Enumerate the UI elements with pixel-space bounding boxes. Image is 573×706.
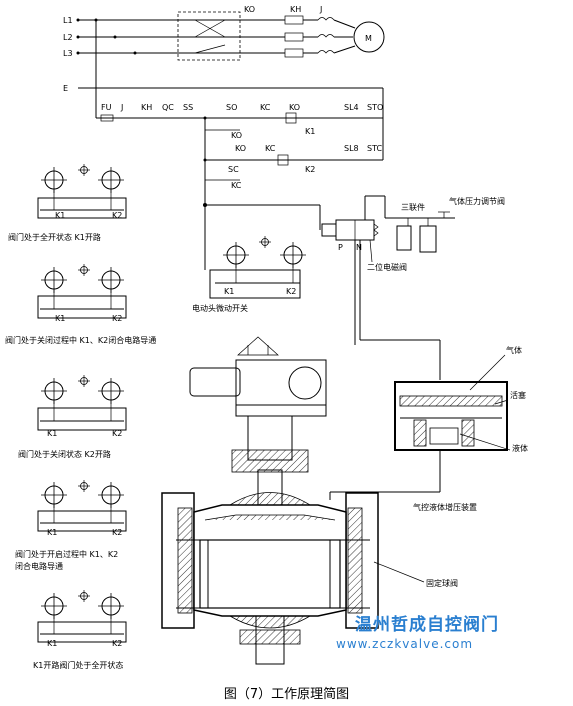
panel4-caption-1: 阀门处于开启过程中 K1、K2 xyxy=(15,549,118,559)
panel1-k1: K1 xyxy=(55,211,65,220)
label-so: SO xyxy=(226,103,237,112)
panel1-caption: 阀门处于全开状态 K1开路 xyxy=(8,232,101,242)
side-panel-5: K1 K2 K1开路阀门处于全开状态 xyxy=(33,589,127,670)
label-e: E xyxy=(63,84,68,93)
label-kc-contact: KC xyxy=(231,181,242,190)
side-panel-1: K1 K2 阀门处于全开状态 K1开路 xyxy=(8,163,127,242)
figure-title: 图（7）工作原理简图 xyxy=(223,687,350,702)
label-ball-valve: 固定球阀 xyxy=(426,578,458,588)
panel4-k1: K1 xyxy=(47,528,57,537)
label-stc: STC xyxy=(367,144,382,153)
panel3-k1: K1 xyxy=(47,429,57,438)
label-pressure-valve: 气体压力调节阀 xyxy=(449,196,505,206)
label-motor: M xyxy=(365,34,372,43)
label-k1: K1 xyxy=(305,127,315,136)
label-piston: 活塞 xyxy=(510,390,526,400)
label-l2: L2 xyxy=(63,33,73,42)
power-lines: L1 L2 L3 KO KH J M E xyxy=(63,5,385,160)
label-ko-top: KO xyxy=(244,5,255,14)
solenoid-valve-group: P N 二位电磁阀 三联件 气体压力调节阀 xyxy=(321,195,505,380)
panel3-k2: K2 xyxy=(112,429,122,438)
label-fu: FU xyxy=(101,103,112,112)
label-kc-row2: KC xyxy=(265,144,276,153)
label-n: N xyxy=(356,243,362,252)
panel1-k2: K2 xyxy=(112,211,122,220)
label-ko-contact: KO xyxy=(231,131,242,140)
panel5-k2: K2 xyxy=(112,639,122,648)
label-l1: L1 xyxy=(63,16,73,25)
booster-device: 气体 活塞 液体 气控液体增压装置 xyxy=(329,345,528,512)
label-ko-row2: KO xyxy=(235,144,246,153)
panel2-k2: K2 xyxy=(112,314,122,323)
label-gas: 气体 xyxy=(506,345,522,355)
label-k2: K2 xyxy=(305,165,315,174)
label-sto: STO xyxy=(367,103,383,112)
panel5-caption: K1开路阀门处于全开状态 xyxy=(33,660,123,670)
label-triplet: 三联件 xyxy=(401,202,425,212)
label-sc: SC xyxy=(228,165,239,174)
label-micro-switch: 电动头微动开关 xyxy=(192,303,248,313)
micro-k1: K1 xyxy=(224,287,234,296)
label-liquid: 液体 xyxy=(512,443,528,453)
watermark-url: www.zczkvalve.com xyxy=(336,637,474,651)
label-p: P xyxy=(338,243,343,252)
side-panel-3: K1 K2 阀门处于关闭状态 K2开路 xyxy=(18,374,127,459)
label-booster: 气控液体增压装置 xyxy=(413,502,477,512)
ball-valve: 固定球阀 xyxy=(161,336,458,665)
label-kc: KC xyxy=(260,103,271,112)
control-circuit: FU J KH QC SS SO KC KO SL4 STO KO K1 KO … xyxy=(96,103,383,270)
label-sl8: SL8 xyxy=(344,144,359,153)
side-panel-2: K1 K2 阀门处于关闭过程中 K1、K2闭合电路导通 xyxy=(5,263,156,345)
label-ss: SS xyxy=(183,103,193,112)
label-kh-top: KH xyxy=(290,5,301,14)
label-j: J xyxy=(120,103,123,112)
label-j-top: J xyxy=(319,5,322,14)
micro-switch-panel: K1 K2 电动头微动开关 xyxy=(192,235,307,313)
panel2-k1: K1 xyxy=(55,314,65,323)
label-solenoid: 二位电磁阀 xyxy=(367,262,407,272)
label-sl4: SL4 xyxy=(344,103,359,112)
label-kh: KH xyxy=(141,103,152,112)
panel2-caption: 阀门处于关闭过程中 K1、K2闭合电路导通 xyxy=(5,335,156,345)
label-l3: L3 xyxy=(63,49,73,58)
panel3-caption: 阀门处于关闭状态 K2开路 xyxy=(18,449,111,459)
panel5-k1: K1 xyxy=(47,639,57,648)
panel4-k2: K2 xyxy=(112,528,122,537)
label-ko: KO xyxy=(289,103,300,112)
micro-k2: K2 xyxy=(286,287,296,296)
label-qc: QC xyxy=(162,103,174,112)
panel4-caption-2: 闭合电路导通 xyxy=(15,561,63,571)
motor-circle xyxy=(353,21,385,53)
side-panel-4: K1 K2 阀门处于开启过程中 K1、K2 闭合电路导通 xyxy=(15,479,127,571)
watermark-name: 温州哲成自控阀门 xyxy=(355,615,499,635)
